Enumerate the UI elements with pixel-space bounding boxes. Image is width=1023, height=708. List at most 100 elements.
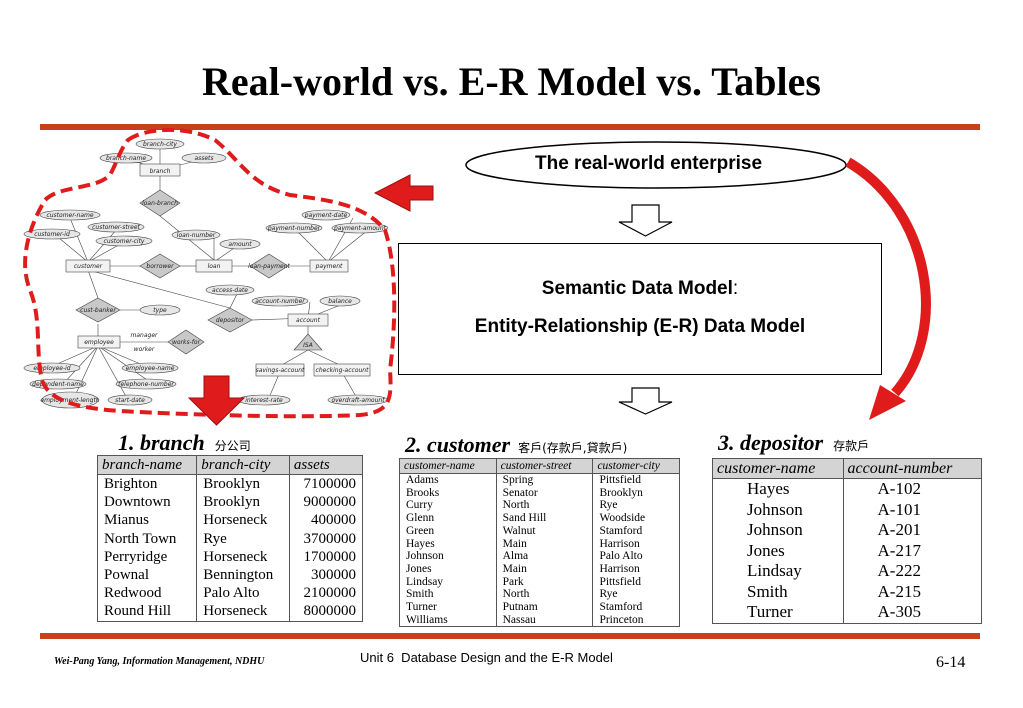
table-cell: Adams	[399, 473, 497, 487]
table-cell: Smith	[399, 588, 497, 602]
table-cell: Palo Alto	[592, 550, 680, 563]
table-cell: A-101	[842, 499, 983, 520]
column-header: assets	[288, 455, 364, 475]
er-entity-savings-account: savings-account	[256, 367, 305, 374]
semantic-model-title: Semantic Data Model	[541, 278, 733, 299]
er-rel-works-for: works-for	[172, 339, 201, 346]
table-cell: Mianus	[96, 511, 198, 530]
curved-arrowhead	[869, 385, 906, 420]
table-cell: Nassau	[495, 613, 594, 628]
er-diagram: branch-city branch-name assets branch lo…	[23, 138, 389, 409]
er-labels: branch-city branch-name assets branch lo…	[32, 141, 386, 404]
table-cell: Bennington	[196, 565, 290, 585]
er-attr-payment-amount: payment-amount	[333, 225, 387, 232]
er-attr-employee-id: employee-id	[33, 365, 70, 372]
column-header: account-number	[842, 458, 983, 479]
table-cell: Brighton	[96, 474, 198, 494]
table-cell: 7100000	[288, 474, 364, 494]
er-entity-payment: payment	[315, 263, 343, 270]
column-header: branch-name	[96, 455, 198, 475]
column-header: customer-name	[712, 458, 844, 479]
er-attr-branch-city: branch-city	[143, 141, 177, 148]
table-cell: 400000	[288, 511, 364, 530]
table-cell: Pittsfield	[592, 473, 680, 487]
depositor-label-text: 3. depositor	[718, 430, 824, 455]
bottom-rule	[40, 633, 980, 639]
er-attr-employee-name: employee-name	[126, 365, 175, 372]
er-attr-type: type	[153, 307, 167, 314]
er-attr-customer-id: customer-id	[34, 231, 70, 238]
column-header: branch-city	[196, 455, 290, 475]
column-header: customer-street	[495, 458, 594, 474]
footer-author: Wei-Pang Yang, Information Management, N…	[54, 656, 265, 667]
table-cell: Putnam	[495, 601, 594, 614]
table-cell: Curry	[399, 499, 497, 513]
er-attr-branch-name: branch-name	[106, 155, 146, 162]
er-attr-assets: assets	[194, 155, 213, 162]
table-cell: Green	[399, 524, 497, 538]
table-cell: Brooklyn	[196, 493, 290, 512]
table-cell: Round Hill	[96, 602, 198, 622]
down-arrow-outline-2	[618, 387, 673, 415]
er-entity-account: account	[296, 317, 321, 324]
customer-label-zh: 客戶(存款戶,貸款戶)	[518, 441, 628, 455]
table-cell: Johnson	[712, 520, 844, 541]
branch-label-text: 1. branch	[118, 430, 205, 455]
table-cell: A-217	[842, 540, 983, 561]
er-attr-worker: worker	[134, 346, 155, 353]
er-attr-amount: amount	[228, 241, 252, 248]
table-cell: North	[495, 588, 594, 602]
table-cell: A-222	[842, 561, 983, 582]
table-cell: Horseneck	[196, 602, 290, 622]
table-cell: Williams	[399, 613, 497, 628]
er-attr-interest-rate: interest-rate	[245, 397, 283, 404]
er-rel-borrower: borrower	[146, 263, 174, 270]
er-dashed-outline	[23, 127, 397, 419]
er-entity-checking-account: checking-account	[316, 367, 370, 374]
table-cell: 300000	[288, 565, 364, 585]
table-cell: Rye	[592, 588, 680, 602]
table-cell: Woodside	[592, 512, 680, 525]
column-header: customer-name	[399, 458, 497, 474]
er-attr-customer-city: customer-city	[104, 238, 145, 245]
er-attr-access-date: access-date	[212, 287, 248, 294]
real-world-label: The real-world enterprise	[535, 153, 763, 174]
branch-label-zh: 分公司	[214, 439, 251, 453]
table-cell: Horseneck	[196, 547, 290, 566]
er-rel-loan-payment: loan-payment	[248, 263, 290, 270]
footer-page-number: 6-14	[936, 654, 966, 671]
er-attr-account-number: account-number	[255, 298, 305, 305]
branch-table-label: 1. branch 分公司	[118, 430, 251, 456]
er-entity-customer: customer	[74, 263, 103, 270]
table-cell: Alma	[495, 550, 594, 563]
table-cell: Harrison	[592, 537, 680, 551]
er-entity-employee: employee	[84, 339, 114, 346]
table-cell: A-215	[842, 581, 983, 602]
er-attr-loan-number: loan-number	[177, 232, 216, 239]
er-entity-loan: loan	[208, 263, 221, 270]
er-attr-dependent-name: dependent-name	[32, 381, 84, 388]
table-cell: Smith	[712, 581, 844, 602]
table-cell: A-102	[842, 478, 983, 500]
table-cell: Park	[495, 575, 594, 589]
table-cell: Lindsay	[399, 575, 497, 589]
